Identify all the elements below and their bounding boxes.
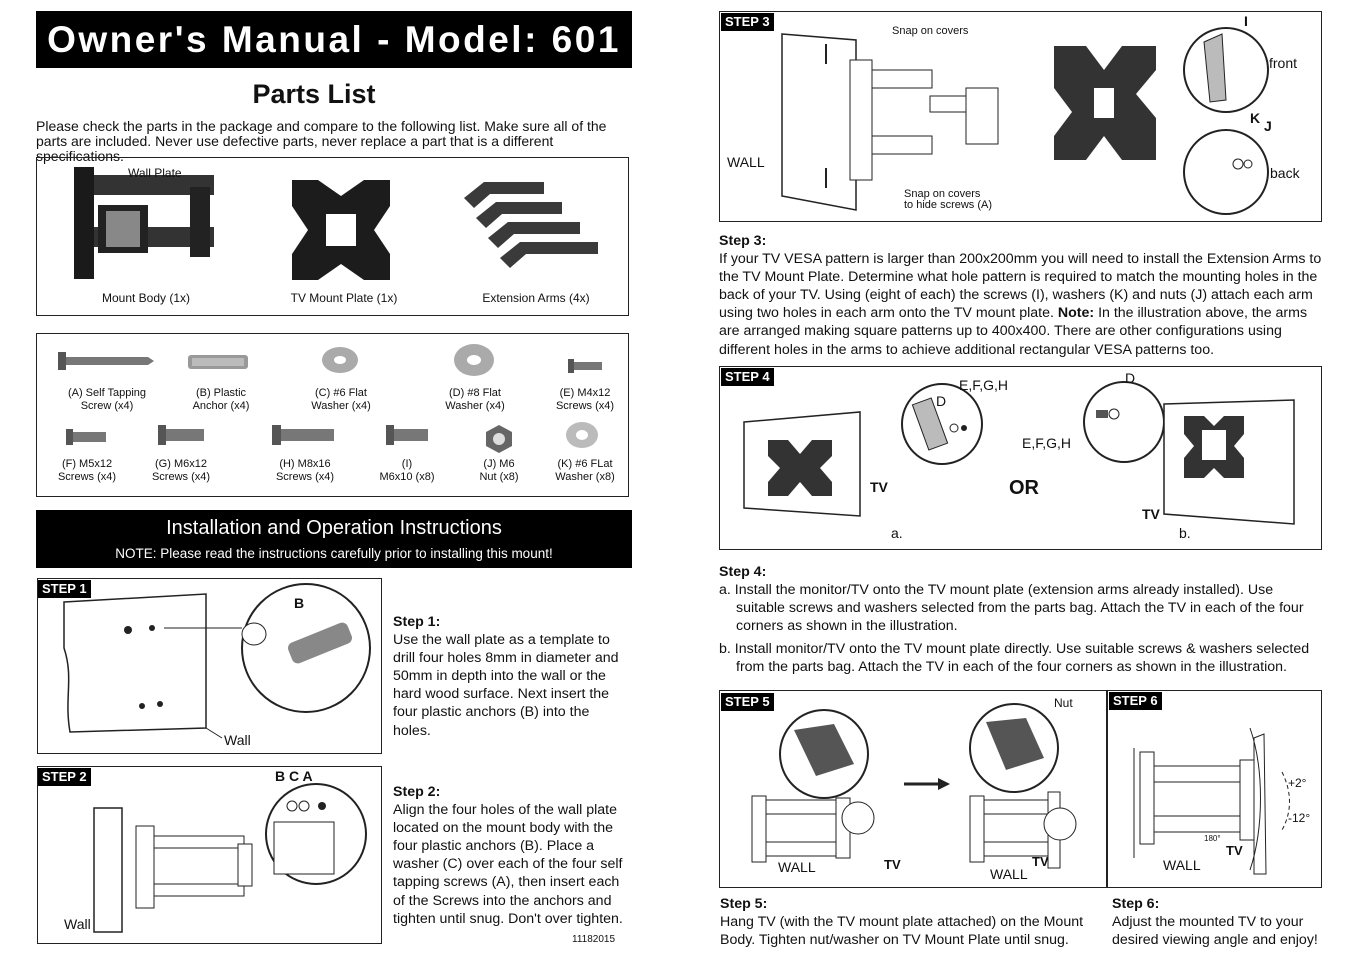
- step4-a: a.: [891, 525, 903, 541]
- step1-tag: STEP 1: [38, 580, 91, 598]
- m6-nut-icon: [486, 425, 512, 453]
- step3-label-j: J: [1264, 118, 1272, 134]
- step3-label-k: K: [1250, 110, 1261, 126]
- self-tapping-screw-icon: [58, 352, 154, 370]
- step4-d-a: D: [936, 393, 947, 409]
- step5-text: Step 5:Hang TV (with the TV mount plate …: [720, 896, 1084, 949]
- m4-screw-icon: [568, 359, 602, 373]
- flat-washer-d-icon: [454, 344, 494, 376]
- mount-body-caption: Mount Body (1x): [101, 291, 191, 305]
- step6-wall: WALL: [1163, 857, 1201, 873]
- m8-screw-icon: [272, 425, 334, 445]
- step3-figure: [719, 11, 1322, 222]
- step3-back: back: [1270, 165, 1300, 181]
- step2-figure: [37, 766, 382, 944]
- step4-text: Step 4: a. Install the monitor/TV onto t…: [719, 563, 1323, 677]
- step5-nut: Nut: [1054, 696, 1073, 710]
- step4-tv-b: TV: [1142, 506, 1160, 522]
- step1-label-b: B: [294, 595, 305, 611]
- step56-figure: [719, 690, 1322, 888]
- step6-drawing: [1133, 727, 1290, 875]
- title-bar: Owner's Manual - Model: 601: [36, 11, 632, 68]
- parts-heading: Parts List: [252, 79, 376, 109]
- extension-arms-image: [464, 182, 598, 268]
- step6-tag: STEP 6: [1109, 692, 1162, 710]
- step6-text: Step 6:Adjust the mounted TV to your des…: [1112, 896, 1318, 949]
- parts-intro: Please check the parts in the package an…: [36, 118, 607, 164]
- mount-body-image: [74, 167, 214, 279]
- step2-label-bca: B C A: [275, 768, 313, 784]
- m6-screw-icon: [158, 425, 204, 445]
- ext-arms-caption: Extension Arms (4x): [482, 291, 590, 305]
- flat-washer-c-icon: [322, 347, 358, 373]
- tv-plate-caption: TV Mount Plate (1x): [290, 291, 398, 305]
- step5-tv-2: TV: [1032, 854, 1049, 869]
- step4-tv-a: TV: [870, 479, 888, 495]
- step2-tag: STEP 2: [38, 768, 91, 786]
- step3-tag: STEP 3: [721, 13, 774, 31]
- step4-efgh-b: E,F,G,H: [1022, 435, 1072, 451]
- hardware-box: [36, 333, 629, 497]
- step5-drawing: [751, 703, 1077, 869]
- install-heading: Installation and Operation Instructions: [166, 517, 502, 539]
- step2-text: Step 2:Align the four holes of the wall …: [393, 784, 623, 927]
- plastic-anchor-icon: [188, 355, 248, 369]
- tv-plate-image: [292, 180, 390, 280]
- step1-wall-drawing: [63, 583, 371, 739]
- step6-minus: -12°: [1288, 811, 1311, 825]
- step4-text-a: a. Install the monitor/TV onto the TV mo…: [719, 582, 1304, 635]
- step3-text: Step 3:If your TV VESA pattern is larger…: [719, 233, 1322, 358]
- step2-mount-drawing: [93, 783, 367, 933]
- step1-label-wall: Wall: [224, 732, 251, 748]
- install-note: NOTE: Please read the instructions caref…: [115, 546, 553, 561]
- step3-snap-bottom-1: Snap on covers: [904, 188, 981, 200]
- m6x10-screw-icon: [386, 425, 428, 445]
- step4-tag: STEP 4: [721, 368, 774, 386]
- step6-rot: 180°: [1204, 834, 1221, 843]
- step4-drawing: [743, 381, 1295, 525]
- main-parts-box: [36, 157, 629, 316]
- step3-snap-bottom-2: to hide screws (A): [904, 199, 993, 211]
- step3-snap-top: Snap on covers: [892, 25, 969, 37]
- step5-wall-2: WALL: [990, 866, 1028, 882]
- step56-divider: [1106, 690, 1108, 888]
- step1-figure: [37, 578, 382, 754]
- step3-drawing: [781, 27, 1269, 215]
- step2-label-wall: Wall: [64, 916, 91, 932]
- step4-b: b.: [1179, 525, 1191, 541]
- page-title: Owner's Manual - Model: 601: [47, 19, 621, 60]
- flat-washer-k-icon: [566, 422, 598, 448]
- doc-code: 11182015: [572, 934, 616, 945]
- step5-tv-1: TV: [884, 857, 901, 872]
- step4-text-b: b. Install monitor/TV onto the TV mount …: [719, 641, 1310, 676]
- step1-text: Step 1:Use the wall plate as a template …: [393, 614, 619, 739]
- install-bar: Installation and Operation Instructions …: [36, 510, 632, 568]
- wall-plate-label: Wall Plate: [128, 166, 182, 180]
- step4-or: OR: [1009, 477, 1039, 499]
- step5-wall-1: WALL: [778, 859, 816, 875]
- step5-tag: STEP 5: [721, 693, 774, 711]
- step3-wall: WALL: [727, 154, 765, 170]
- step4-efgh-a: E,F,G,H: [959, 377, 1009, 393]
- step6-tv: TV: [1226, 843, 1243, 858]
- step6-plus: +2°: [1288, 776, 1307, 790]
- step4-d-b: D: [1125, 370, 1136, 386]
- m5-screw-icon: [66, 429, 106, 445]
- step3-front: front: [1269, 55, 1298, 71]
- step4-figure: [719, 366, 1322, 550]
- hw-caption-i: (I)M6x10 (x8): [379, 458, 435, 483]
- step3-label-i: I: [1244, 13, 1248, 29]
